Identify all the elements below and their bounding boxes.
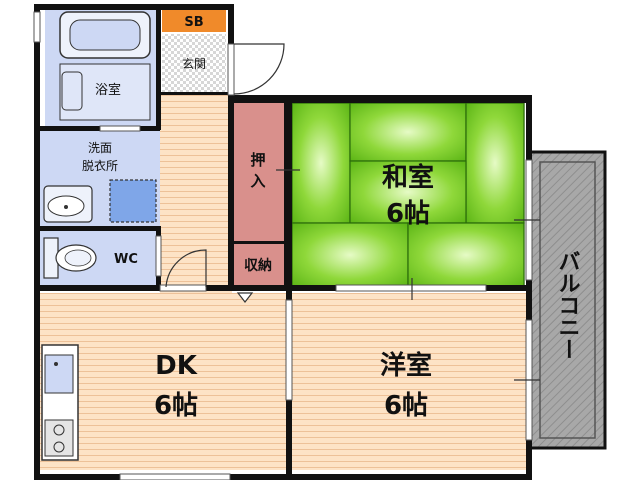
balcony xyxy=(528,150,607,450)
label-sb: SB xyxy=(184,15,203,30)
storage-closet xyxy=(232,243,284,287)
label-storage: 収納 xyxy=(244,257,272,274)
washitsu-tatami xyxy=(291,102,525,288)
label-senmen-1: 洗面 xyxy=(88,141,112,155)
door-swings xyxy=(165,43,540,381)
washer-space xyxy=(109,179,157,223)
genkan-floor xyxy=(162,34,226,94)
floor-youshitsu xyxy=(290,293,526,470)
label-bath: 浴室 xyxy=(95,82,121,98)
kitchen-counter xyxy=(41,344,79,461)
label-youshitsu-size: 6帖 xyxy=(384,391,428,421)
oshiire-closet xyxy=(232,103,284,241)
label-oshiire-1: 押 xyxy=(250,151,265,169)
label-youshitsu-name: 洋室 xyxy=(380,350,432,381)
bathtub xyxy=(59,11,151,59)
label-oshiire-2: 入 xyxy=(250,172,265,190)
label-wc: WC xyxy=(114,252,138,267)
label-dk-size: 6帖 xyxy=(154,391,198,421)
label-washitsu-name: 和室 xyxy=(382,162,434,193)
wash-basin xyxy=(43,185,93,223)
floor-hall xyxy=(160,95,232,293)
shower-area xyxy=(59,63,151,121)
label-washitsu-size: 6帖 xyxy=(386,199,430,229)
toilet xyxy=(43,237,97,279)
shoe-box xyxy=(162,8,226,32)
label-genkan: 玄関 xyxy=(182,56,206,71)
label-senmen-2: 脱衣所 xyxy=(82,158,118,173)
floor-dk xyxy=(38,293,290,470)
label-balcony: バルコニー xyxy=(555,250,580,360)
label-dk-name: DK xyxy=(155,351,198,381)
